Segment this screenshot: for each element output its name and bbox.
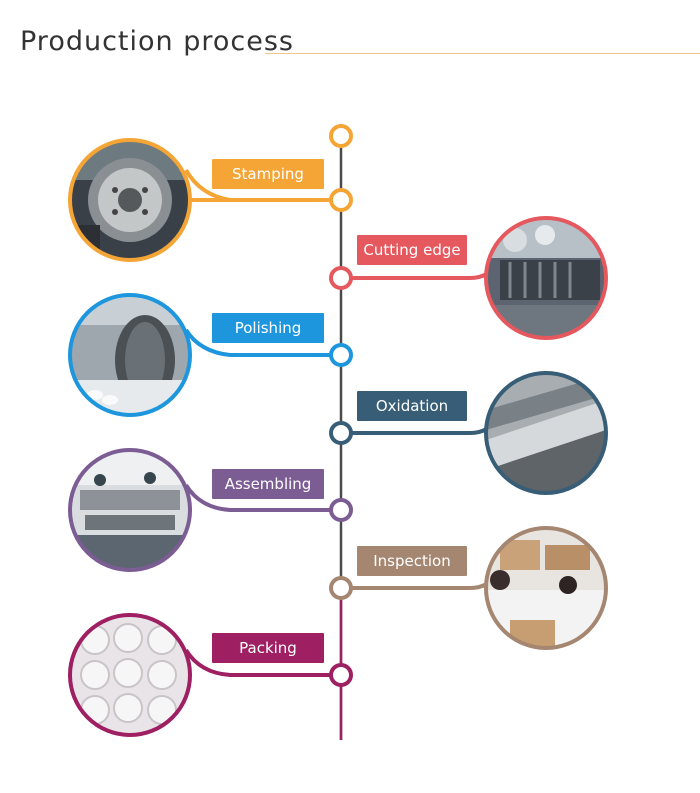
node-stamping (329, 188, 353, 212)
step-oxidation (329, 371, 608, 495)
timeline-start-node (329, 124, 353, 148)
node-assembling (329, 498, 353, 522)
title-divider (265, 53, 700, 54)
label-cutting-edge: Cutting edge (357, 235, 467, 265)
page-title: Production process (20, 26, 294, 57)
node-packing (329, 663, 353, 687)
step-inspection (329, 526, 608, 650)
label-assembling: Assembling (212, 469, 324, 499)
connector-curve-stamping (184, 168, 231, 202)
node-inspection (329, 576, 353, 600)
step-stamping (68, 138, 353, 262)
connector-assembling (184, 483, 330, 512)
label-packing: Packing (212, 633, 324, 663)
connector-polishing (184, 328, 330, 357)
node-polishing (329, 343, 353, 367)
node-oxidation (329, 421, 353, 445)
label-stamping: Stamping (212, 159, 324, 189)
label-oxidation: Oxidation (357, 391, 467, 421)
step-packing (68, 613, 353, 737)
label-inspection: Inspection (357, 546, 467, 576)
inspection-workshop-icon (486, 528, 606, 648)
node-cutting-edge (329, 266, 353, 290)
label-polishing: Polishing (212, 313, 324, 343)
oxidation-line-icon (486, 373, 606, 493)
packing-stack-icon (70, 615, 190, 735)
connector-packing (184, 648, 330, 677)
step-assembling (68, 448, 353, 572)
